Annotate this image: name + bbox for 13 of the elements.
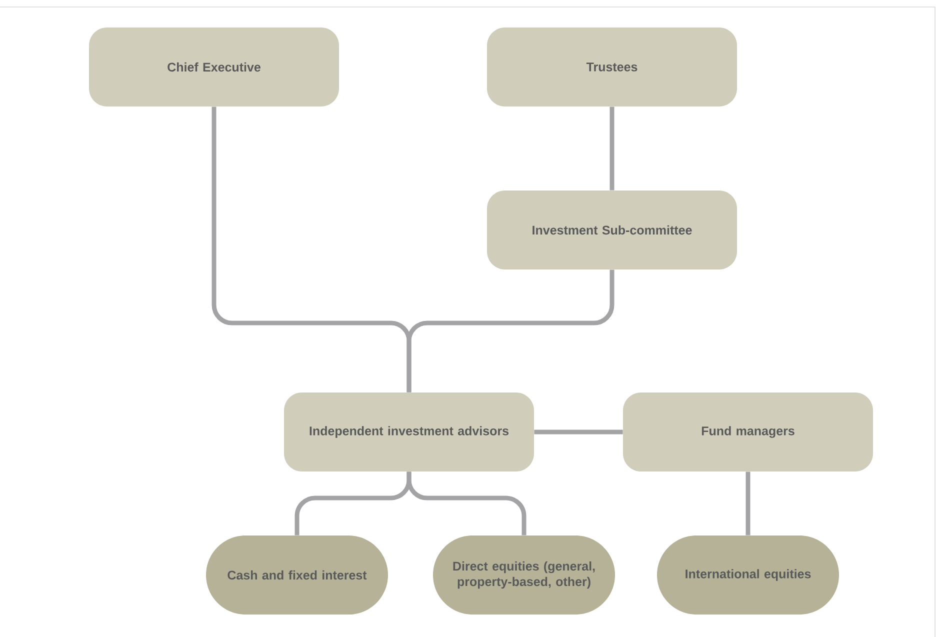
connector-line bbox=[746, 472, 750, 536]
connector-line bbox=[534, 430, 623, 434]
org-box: Independent investment advisors bbox=[284, 392, 534, 472]
connector-line bbox=[406, 472, 526, 536]
rounded-node: Direct equities (general, property-based, other) bbox=[433, 536, 615, 614]
connector-line bbox=[610, 106, 614, 190]
org-box: Trustees bbox=[487, 28, 737, 106]
org-box: Fund managers bbox=[623, 392, 873, 472]
connector-line bbox=[406, 270, 614, 392]
org-box: Chief Executive bbox=[89, 28, 339, 106]
org-box: Investment Sub-committee bbox=[487, 190, 737, 270]
rounded-node: International equities bbox=[657, 536, 839, 614]
rounded-node: Cash and fixed interest bbox=[206, 536, 388, 614]
